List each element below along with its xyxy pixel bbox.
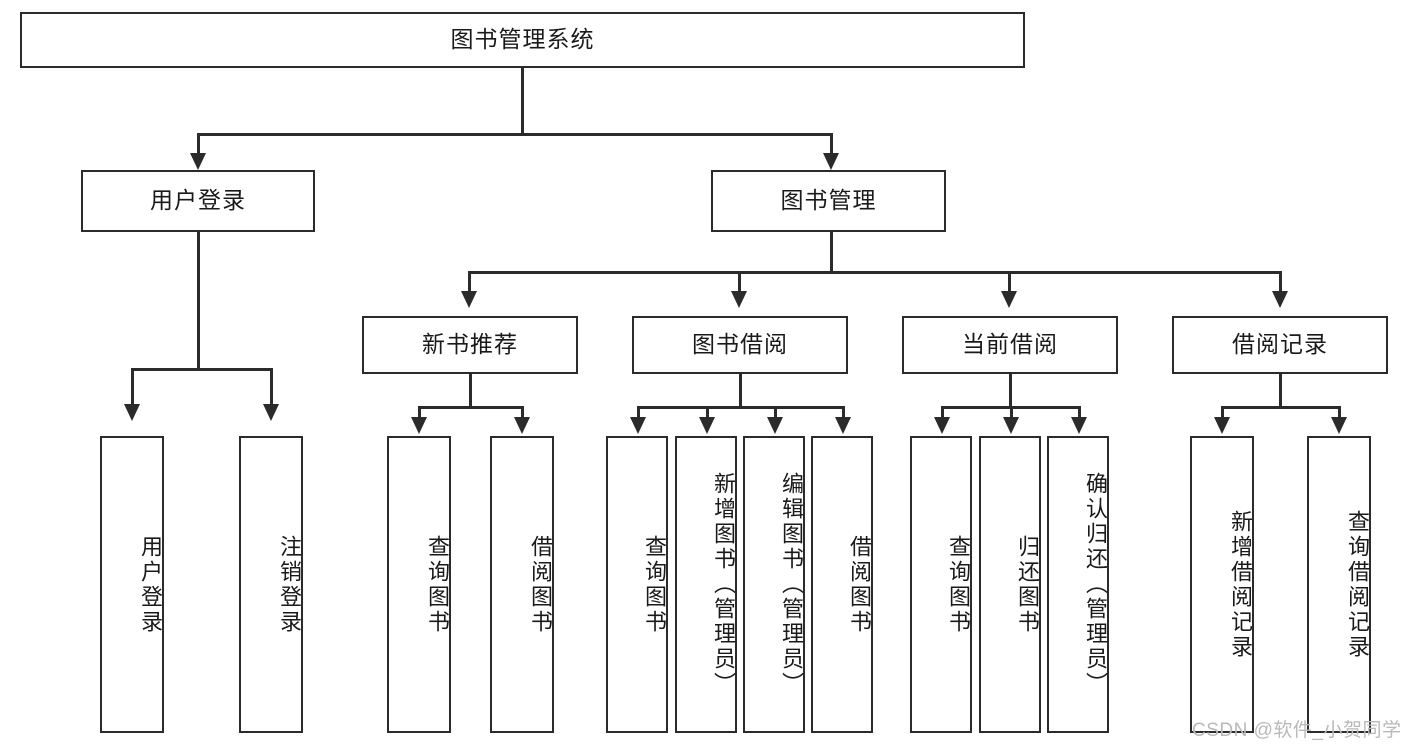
node-label: 注销登录 <box>277 534 302 635</box>
leaf-query-books-current[interactable]: 查询图书 <box>910 436 972 733</box>
arrowhead-newbooks-to-leaf1 <box>411 417 427 434</box>
leaf-return-book[interactable]: 归还图书 <box>979 436 1041 733</box>
node-user-login[interactable]: 用户登录 <box>81 170 315 232</box>
node-label: 借阅图书 <box>847 534 872 635</box>
connector-root-bus <box>197 133 833 136</box>
arrowhead-current-to-leaf2 <box>1003 417 1019 434</box>
connector-bookmgmt-to-borrow <box>738 271 741 293</box>
connector-current-to-leaf3 <box>1078 406 1081 420</box>
connector-bookmgmt-bus <box>468 271 1282 274</box>
connector-root-to-login <box>197 133 200 155</box>
connector-login-to-leaf2 <box>270 368 273 406</box>
connector-newbooks-to-leaf1 <box>418 406 421 420</box>
node-label: 新增借阅记录 <box>1228 509 1253 660</box>
node-label: 归还图书 <box>1015 534 1040 635</box>
arrowhead-borrow-to-leaf2 <box>699 417 715 434</box>
connector-borrow-bus <box>637 406 844 409</box>
leaf-user-login[interactable]: 用户登录 <box>100 436 164 733</box>
connector-login-to-leaf1 <box>131 368 134 406</box>
connector-current-stem <box>1009 374 1012 408</box>
arrowhead-newbooks-to-leaf2 <box>514 417 530 434</box>
node-borrow-records[interactable]: 借阅记录 <box>1172 316 1388 374</box>
connector-borrow-to-leaf3 <box>774 406 777 420</box>
node-label: 查询借阅记录 <box>1345 509 1370 660</box>
arrowhead-root-to-bookmgmt <box>823 153 839 170</box>
arrowhead-records-to-leaf2 <box>1331 417 1347 434</box>
connector-records-bus <box>1221 406 1340 409</box>
connector-borrow-stem <box>739 374 742 408</box>
leaf-confirm-return-admin[interactable]: 确认归还（管理员） <box>1047 436 1109 733</box>
arrowhead-bookmgmt-to-borrow <box>731 291 747 308</box>
arrowhead-bookmgmt-to-newbooks <box>461 291 477 308</box>
arrowhead-borrow-to-leaf4 <box>835 417 851 434</box>
node-root-system[interactable]: 图书管理系统 <box>20 12 1025 68</box>
connector-records-stem <box>1279 374 1282 408</box>
node-label: 确认归还（管理员） <box>1083 472 1108 697</box>
node-label: 新书推荐 <box>422 331 518 358</box>
node-label: 编辑图书（管理员） <box>779 472 804 697</box>
node-label: 查询图书 <box>946 534 971 635</box>
node-label: 图书管理 <box>780 187 877 214</box>
node-label: 查询图书 <box>642 534 667 635</box>
leaf-add-book-admin[interactable]: 新增图书（管理员） <box>675 436 737 733</box>
connector-borrow-to-leaf4 <box>842 406 845 420</box>
arrowhead-login-to-leaf1 <box>124 404 140 421</box>
leaf-borrow-books-recommend[interactable]: 借阅图书 <box>490 436 554 733</box>
connector-newbooks-bus <box>418 406 523 409</box>
arrowhead-bookmgmt-to-current <box>1001 291 1017 308</box>
connector-root-stem <box>521 68 524 134</box>
arrowhead-current-to-leaf1 <box>934 417 950 434</box>
arrowhead-borrow-to-leaf1 <box>630 417 646 434</box>
connector-bookmgmt-to-current <box>1008 271 1011 293</box>
node-label: 图书管理系统 <box>450 26 595 53</box>
node-label: 借阅图书 <box>528 534 553 635</box>
node-current-borrow[interactable]: 当前借阅 <box>902 316 1118 374</box>
connector-newbooks-stem <box>469 374 472 408</box>
connector-bookmgmt-stem <box>830 232 833 273</box>
leaf-query-books-borrow[interactable]: 查询图书 <box>606 436 668 733</box>
connector-root-to-bookmgmt <box>830 133 833 155</box>
node-label: 图书借阅 <box>692 331 788 358</box>
connector-newbooks-to-leaf2 <box>521 406 524 420</box>
arrowhead-records-to-leaf1 <box>1214 417 1230 434</box>
node-book-management[interactable]: 图书管理 <box>711 170 946 232</box>
arrowhead-login-to-leaf2 <box>263 404 279 421</box>
node-new-book-recommend[interactable]: 新书推荐 <box>362 316 578 374</box>
leaf-add-borrow-record[interactable]: 新增借阅记录 <box>1190 436 1254 733</box>
node-label: 新增图书（管理员） <box>711 472 736 697</box>
node-label: 当前借阅 <box>962 331 1058 358</box>
csdn-watermark: CSDN @软件_小贺同学 <box>1192 720 1402 741</box>
node-label: 借阅记录 <box>1232 331 1328 358</box>
connector-bookmgmt-to-newbooks <box>468 271 471 293</box>
connector-current-to-leaf1 <box>941 406 944 420</box>
node-label: 用户登录 <box>150 187 246 214</box>
connector-bookmgmt-to-records <box>1279 271 1282 293</box>
leaf-query-books-recommend[interactable]: 查询图书 <box>387 436 451 733</box>
arrowhead-borrow-to-leaf3 <box>767 417 783 434</box>
leaf-borrow-book[interactable]: 借阅图书 <box>811 436 873 733</box>
arrowhead-root-to-login <box>190 153 206 170</box>
leaf-query-borrow-record[interactable]: 查询借阅记录 <box>1307 436 1371 733</box>
node-label: 查询图书 <box>425 534 450 635</box>
node-label: 用户登录 <box>138 534 163 635</box>
connector-records-to-leaf2 <box>1338 406 1341 420</box>
arrowhead-current-to-leaf3 <box>1071 417 1087 434</box>
leaf-edit-book-admin[interactable]: 编辑图书（管理员） <box>743 436 805 733</box>
connector-login-bus <box>131 368 272 371</box>
arrowhead-bookmgmt-to-records <box>1272 291 1288 308</box>
node-book-borrow[interactable]: 图书借阅 <box>632 316 848 374</box>
connector-records-to-leaf1 <box>1221 406 1224 420</box>
leaf-logout[interactable]: 注销登录 <box>239 436 303 733</box>
connector-current-to-leaf2 <box>1010 406 1013 420</box>
connector-borrow-to-leaf1 <box>637 406 640 420</box>
connector-borrow-to-leaf2 <box>706 406 709 420</box>
connector-login-stem <box>197 232 200 370</box>
